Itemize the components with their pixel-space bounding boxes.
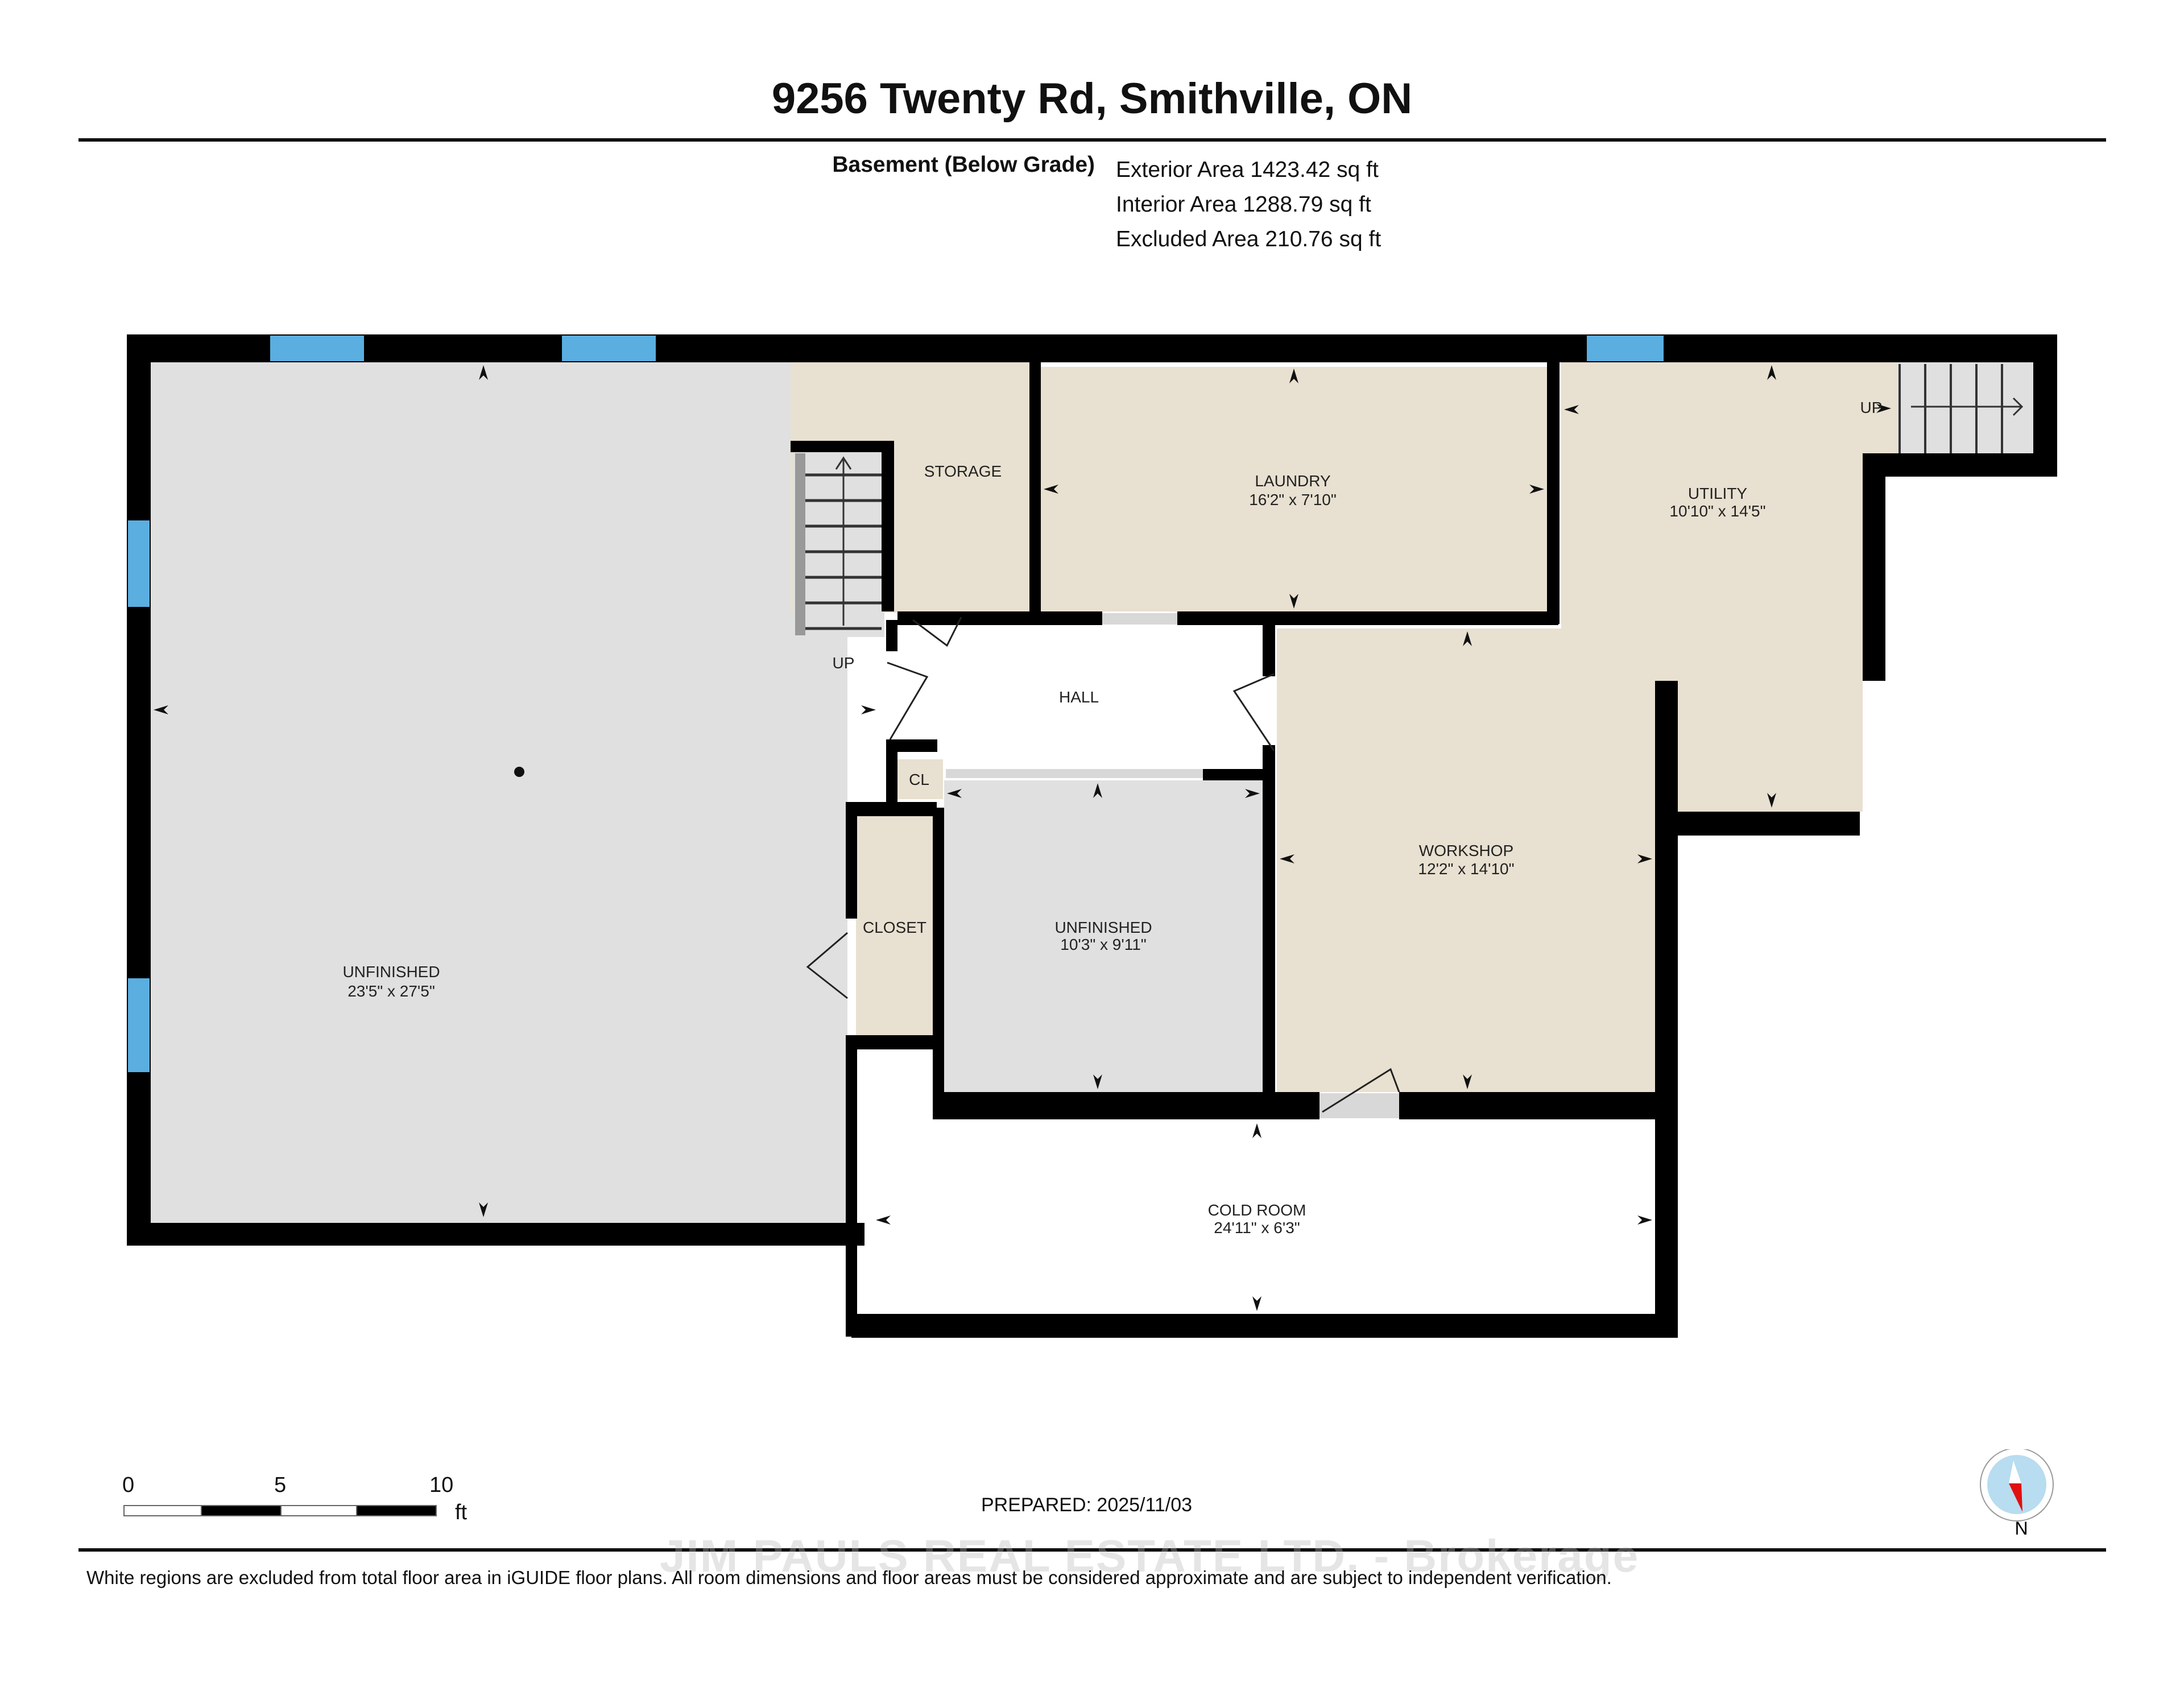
room-dims: 10'3" x 9'11": [1060, 936, 1146, 953]
prepared-date: PREPARED: 2025/11/03: [981, 1494, 1193, 1516]
header-divider: [78, 138, 2106, 142]
compass-icon: N: [1980, 1448, 2054, 1539]
window: [128, 520, 150, 607]
room-closet: [856, 816, 933, 1035]
window: [270, 336, 364, 361]
area-summary: Exterior Area 1423.42 sq ft Interior Are…: [1116, 152, 1381, 257]
stairs-up-label: UP: [1860, 399, 1883, 416]
room-cl: [897, 759, 943, 799]
scale-bar: 0 5 10 ft: [122, 1473, 475, 1524]
level-label: Basement (Below Grade): [832, 152, 1095, 177]
scale-tick: 5: [274, 1473, 287, 1497]
room-dims: 12'2" x 14'10": [1418, 860, 1514, 878]
footer-divider: [78, 1548, 2106, 1552]
room-dims: 10'10" x 14'5": [1669, 502, 1765, 520]
room-dims: 24'11" x 6'3": [1214, 1219, 1300, 1237]
room-workshop: [1277, 629, 1655, 1092]
room-name: LAUNDRY: [1255, 472, 1331, 490]
room-name: UTILITY: [1688, 485, 1748, 502]
door-swings: [806, 617, 1400, 1113]
room-name: UNFINISHED: [1054, 919, 1152, 936]
room-name: COLD ROOM: [1208, 1201, 1306, 1219]
room-unfinished-small: [944, 780, 1263, 1092]
page-title: 9256 Twenty Rd, Smithville, ON: [771, 75, 1413, 123]
interior-area: Interior Area 1288.79 sq ft: [1116, 192, 1371, 217]
room-name: CL: [909, 771, 929, 788]
windows: [128, 336, 1664, 1072]
watermark: JIM PAULS REAL ESTATE LTD. - Brokerage: [660, 1531, 1640, 1581]
compass: N: [1978, 1448, 2058, 1540]
scale-tick: 0: [122, 1473, 135, 1497]
room-name: UNFINISHED: [342, 963, 440, 981]
window: [1587, 336, 1664, 361]
stairs-left: [795, 453, 882, 635]
room-laundry: [1041, 367, 1547, 611]
compass-label: N: [2015, 1518, 2028, 1539]
room-dims: 16'2" x 7'10": [1249, 491, 1337, 508]
room-fills: [151, 362, 2033, 1223]
exterior-area: Exterior Area 1423.42 sq ft: [1116, 158, 1379, 182]
excluded-area: Excluded Area 210.76 sq ft: [1116, 227, 1381, 251]
room-name: CLOSET: [863, 919, 926, 936]
window: [562, 336, 656, 361]
scale-tick: 10: [429, 1473, 454, 1497]
room-name: HALL: [1059, 688, 1099, 706]
room-unfinished-main: [151, 362, 847, 1223]
scale-unit: ft: [455, 1500, 468, 1524]
disclaimer: White regions are excluded from total fl…: [86, 1567, 1612, 1588]
dimension-markers: [154, 365, 1891, 1311]
stairs-up-label: UP: [833, 654, 855, 672]
walls: [127, 334, 2057, 1338]
room-labels: UNFINISHED 23'5" x 27'5" STORAGE LAUNDRY…: [342, 399, 1882, 1237]
window: [128, 978, 150, 1072]
room-dims: 23'5" x 27'5": [348, 982, 435, 1000]
stairs-right: [1898, 364, 2024, 453]
room-name: WORKSHOP: [1419, 842, 1513, 859]
room-name: STORAGE: [924, 462, 1002, 480]
room-hall: [896, 626, 1265, 756]
